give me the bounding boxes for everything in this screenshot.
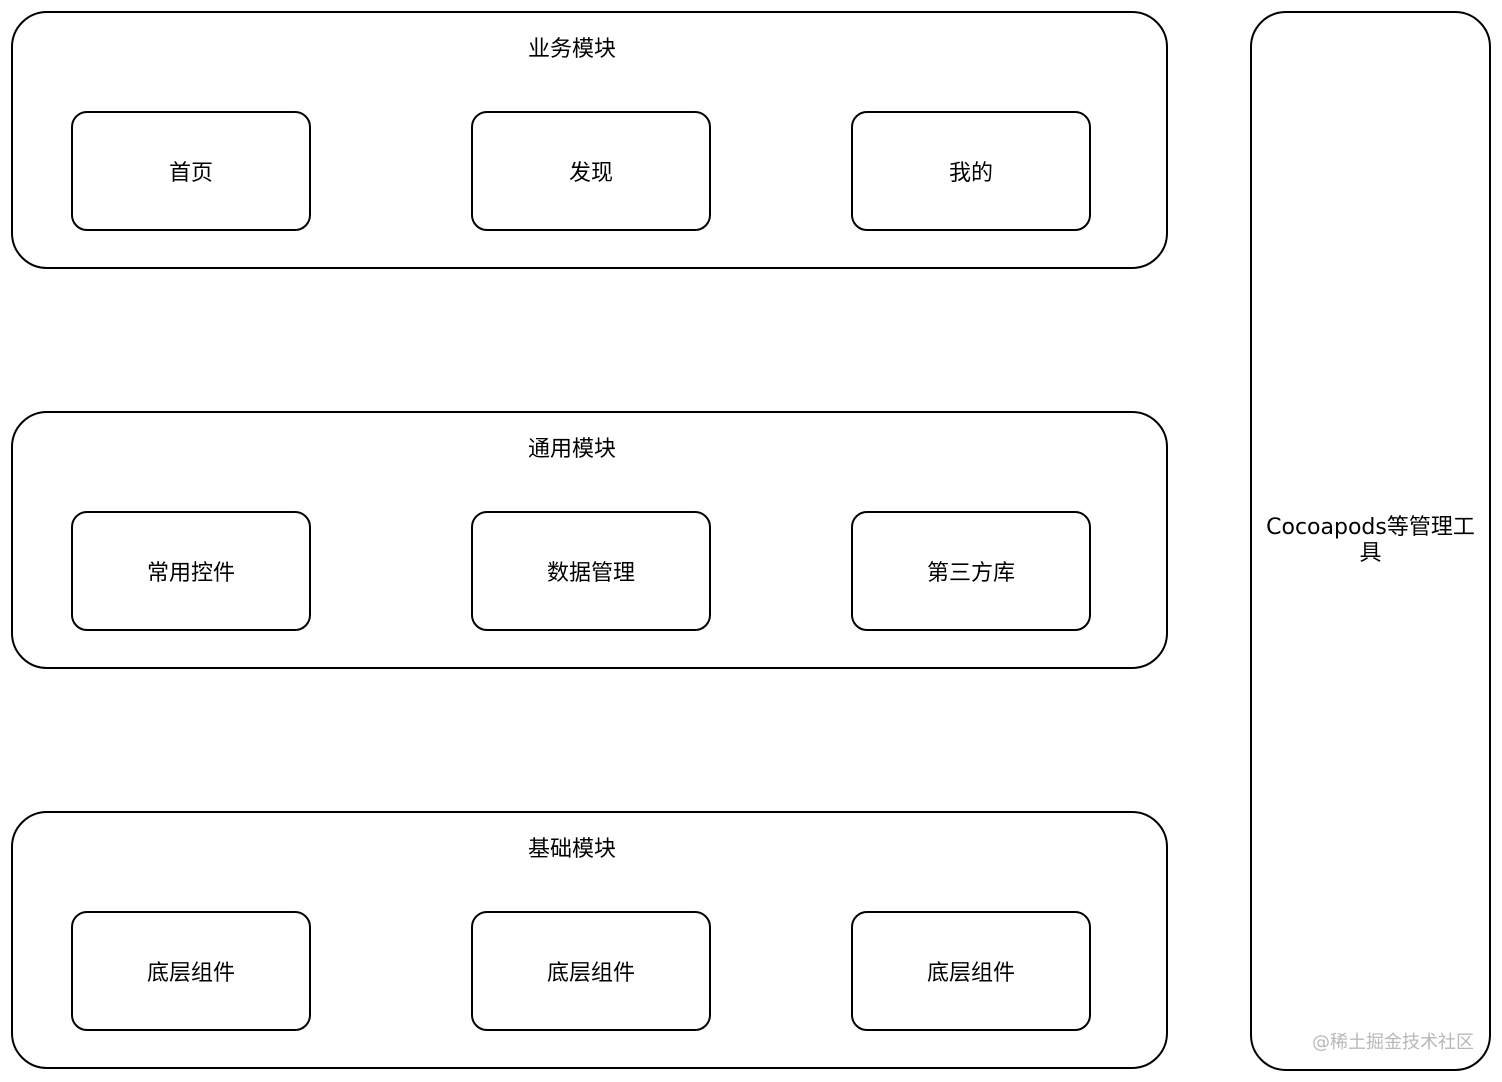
module-box: 发现 — [471, 111, 711, 231]
tool-box: Cocoapods等管理工具 — [1250, 11, 1491, 1071]
module-box: 底层组件 — [471, 911, 711, 1031]
module-box: 底层组件 — [71, 911, 311, 1031]
tool-label: Cocoapods等管理工具 — [1266, 515, 1475, 566]
module-box: 首页 — [71, 111, 311, 231]
module-box: 我的 — [851, 111, 1091, 231]
module-box: 常用控件 — [71, 511, 311, 631]
module-box: 底层组件 — [851, 911, 1091, 1031]
module-box: 第三方库 — [851, 511, 1091, 631]
layer-title: 基础模块 — [527, 837, 616, 862]
layer-title: 业务模块 — [527, 37, 616, 62]
watermark: @稀土掘金技术社区 — [1312, 1032, 1474, 1053]
module-box: 数据管理 — [471, 511, 711, 631]
layer-business: 业务模块 首页 发现 我的 — [11, 11, 1168, 269]
layer-title: 通用模块 — [527, 437, 616, 462]
layer-base: 基础模块 底层组件 底层组件 底层组件 — [11, 811, 1168, 1069]
layer-common: 通用模块 常用控件 数据管理 第三方库 — [11, 411, 1168, 669]
